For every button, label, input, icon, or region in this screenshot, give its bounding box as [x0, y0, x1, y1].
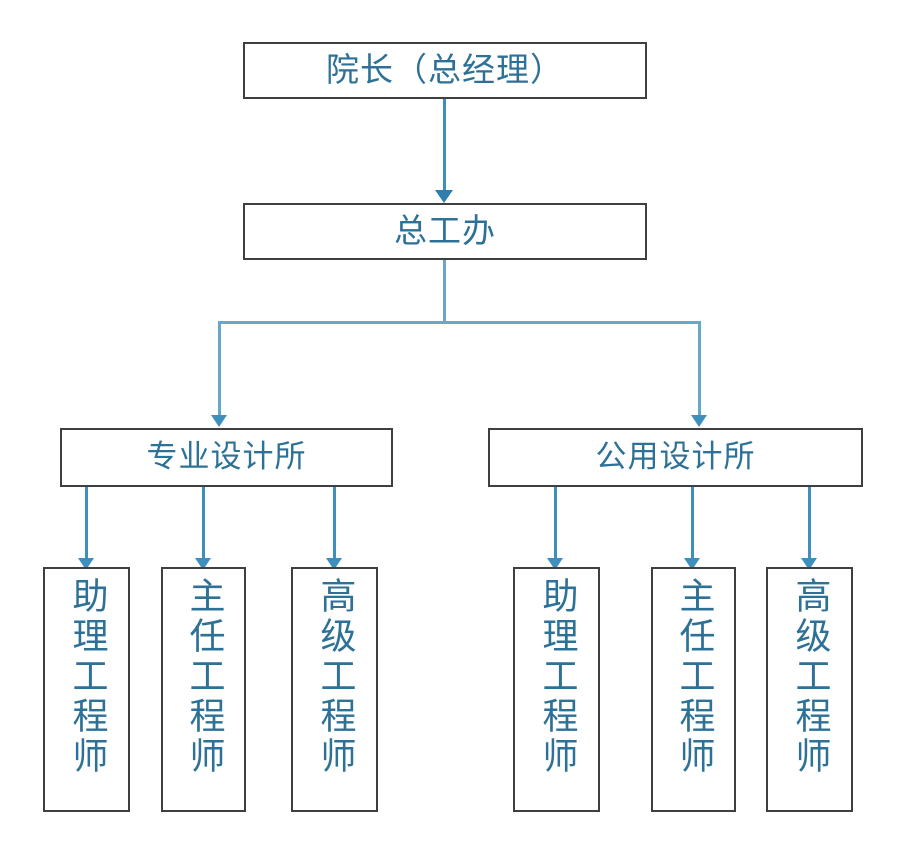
- node-chief-engineer-office-label: 总工办: [394, 211, 496, 251]
- connector-public-to-assistant: [554, 487, 557, 565]
- node-director-label: 院长（总经理）: [326, 50, 564, 90]
- connector-to-public-institute: [698, 321, 701, 419]
- connector-specialty-to-director: [202, 487, 205, 565]
- connector-public-to-senior: [808, 487, 811, 565]
- node-specialty-design-institute[interactable]: 专业设计所: [60, 428, 393, 487]
- node-specialty-senior-engineer[interactable]: 高级工程师: [291, 567, 378, 812]
- node-specialty-design-institute-label: 专业设计所: [146, 439, 307, 476]
- node-specialty-senior-engineer-label: 高级工程师: [314, 577, 356, 777]
- node-specialty-assistant-engineer[interactable]: 助理工程师: [43, 567, 130, 812]
- connector-chief-office-stem: [443, 260, 446, 324]
- node-public-design-institute[interactable]: 公用设计所: [488, 428, 863, 487]
- node-specialty-assistant-engineer-label: 助理工程师: [66, 577, 108, 777]
- node-public-director-engineer-label: 主任工程师: [673, 577, 715, 777]
- node-specialty-director-engineer-label: 主任工程师: [183, 577, 225, 777]
- arrowhead-specialty-institute: [211, 415, 227, 427]
- node-chief-engineer-office[interactable]: 总工办: [243, 203, 647, 260]
- connector-to-specialty-institute: [218, 321, 221, 419]
- node-public-director-engineer[interactable]: 主任工程师: [651, 567, 736, 812]
- connector-public-to-director: [691, 487, 694, 565]
- node-specialty-director-engineer[interactable]: 主任工程师: [161, 567, 246, 812]
- arrowhead-public-institute: [691, 415, 707, 427]
- node-public-design-institute-label: 公用设计所: [595, 439, 756, 476]
- node-public-assistant-engineer-label: 助理工程师: [536, 577, 578, 777]
- node-director[interactable]: 院长（总经理）: [243, 42, 647, 99]
- arrowhead-chief-office: [435, 190, 453, 203]
- connector-director-to-chief-office: [443, 99, 446, 195]
- connector-specialty-to-senior: [333, 487, 336, 565]
- node-public-assistant-engineer[interactable]: 助理工程师: [513, 567, 600, 812]
- connector-level3-bus: [218, 321, 701, 324]
- node-public-senior-engineer[interactable]: 高级工程师: [766, 567, 853, 812]
- connector-specialty-to-assistant: [85, 487, 88, 565]
- node-public-senior-engineer-label: 高级工程师: [789, 577, 831, 777]
